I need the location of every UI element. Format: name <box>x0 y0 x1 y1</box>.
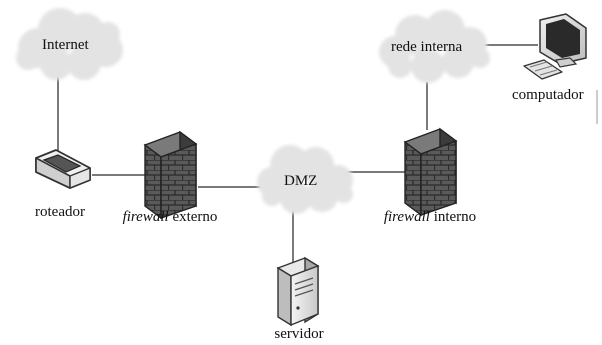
dmz-label: DMZ <box>284 173 318 189</box>
servidor-label: servidor <box>274 326 324 342</box>
router-icon <box>35 149 91 189</box>
firewall-icon <box>403 127 458 217</box>
firewall-externo-label-italic: firewall <box>122 209 169 225</box>
firewall-interno-label-italic: firewall <box>383 209 430 225</box>
internet-label: Internet <box>42 37 89 53</box>
firewall-externo-label-rest: externo <box>168 209 218 225</box>
firewall-interno-label-rest: interno <box>429 209 477 225</box>
cloud-icon <box>379 10 490 83</box>
connection-lines <box>57 44 538 262</box>
firewall-interno-label: firewall interno <box>384 210 476 225</box>
rede-interna-label: rede interna <box>391 39 463 55</box>
computer-icon <box>523 13 598 124</box>
roteador-label: roteador <box>35 204 85 220</box>
cloud-icon <box>257 145 353 214</box>
firewall-icon <box>143 130 198 220</box>
server-icon <box>276 256 320 327</box>
cloud-icon <box>16 8 123 80</box>
firewall-externo-label: firewall externo <box>123 210 218 225</box>
computador-label: computador <box>512 87 584 103</box>
